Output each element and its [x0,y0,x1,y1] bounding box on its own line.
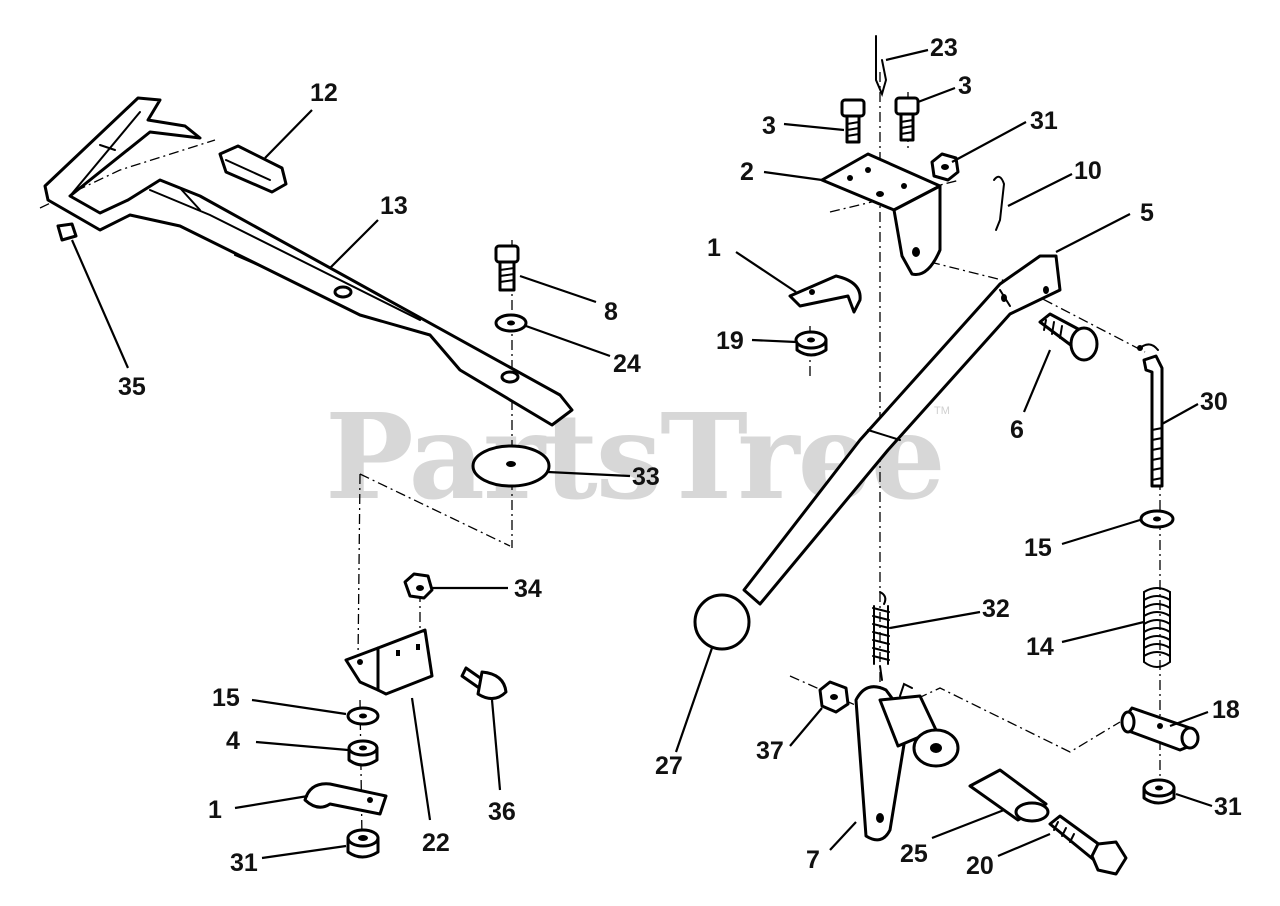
callout-3-left: 3 [762,112,776,140]
lever-arm-13 [43,96,574,427]
callout-15-left: 15 [212,684,240,712]
bolt-36 [460,666,508,700]
washer-15-right [1139,509,1175,529]
bolt-8 [494,244,520,292]
callout-15-right: 15 [1024,534,1052,562]
callout-1-right: 1 [707,234,721,262]
nut-37 [818,680,850,714]
callout-18: 18 [1212,696,1240,724]
shift-lever-5 [742,254,1062,606]
rod-30 [1137,343,1164,488]
callout-22: 22 [422,829,450,857]
nut-19 [794,330,828,357]
callout-23: 23 [930,34,958,62]
knob-27 [693,593,751,651]
callout-27: 27 [655,752,683,780]
bracket-22 [344,628,434,696]
callout-24: 24 [613,350,641,378]
washer-15-left [346,706,380,726]
callout-5: 5 [1140,199,1154,227]
callout-36: 36 [488,798,516,826]
callout-14: 14 [1026,633,1054,661]
nut-31-bottom-right [1142,778,1176,805]
nut-34 [403,572,434,600]
callout-2: 2 [740,158,754,186]
callout-19: 19 [716,327,744,355]
callout-7: 7 [806,846,820,874]
callout-12: 12 [310,79,338,107]
bolt-3-left [840,98,866,144]
callout-35: 35 [118,373,146,401]
callout-labels: 12 13 35 8 24 33 34 15 4 1 31 22 36 23 3… [118,34,1242,880]
callout-8: 8 [604,298,618,326]
callout-20: 20 [966,852,994,880]
callout-13: 13 [380,192,408,220]
grip-pad-12 [218,144,288,194]
bolt-3-right [894,96,920,142]
spring-32 [872,591,890,681]
callout-34: 34 [514,575,542,603]
callout-37: 37 [756,737,784,765]
washer-24 [494,313,528,333]
watermark-trademark: TM [934,405,950,417]
nut-31-top [930,152,960,182]
callout-1-left: 1 [208,796,222,824]
washer-33 [471,444,551,488]
cotter-pin-23 [875,35,888,97]
pivot-18 [1120,706,1200,752]
spacer-25 [968,768,1050,823]
callout-31-top: 31 [1030,107,1058,135]
callout-3-right: 3 [958,72,972,100]
cotter-pin-10 [993,175,1006,231]
bolt-20 [1048,814,1128,876]
callout-10: 10 [1074,157,1102,185]
callout-33: 33 [632,463,660,491]
callout-31-bottom-right: 31 [1214,793,1242,821]
nut-31-left [346,828,380,859]
callout-32: 32 [982,595,1010,623]
callout-4: 4 [226,727,240,755]
pad-35 [56,222,78,242]
callout-31-left: 31 [230,849,258,877]
callout-25: 25 [900,840,928,868]
callout-30: 30 [1200,388,1228,416]
bracket-2 [820,152,942,276]
spring-14 [1143,587,1171,668]
shift-arm-7 [854,682,960,842]
callout-6: 6 [1010,416,1024,444]
spacer-4 [347,739,379,767]
clip-1-left [303,782,388,816]
bolt-6 [1038,312,1099,362]
leader-lines [70,48,1213,860]
clip-1-right [788,274,862,314]
